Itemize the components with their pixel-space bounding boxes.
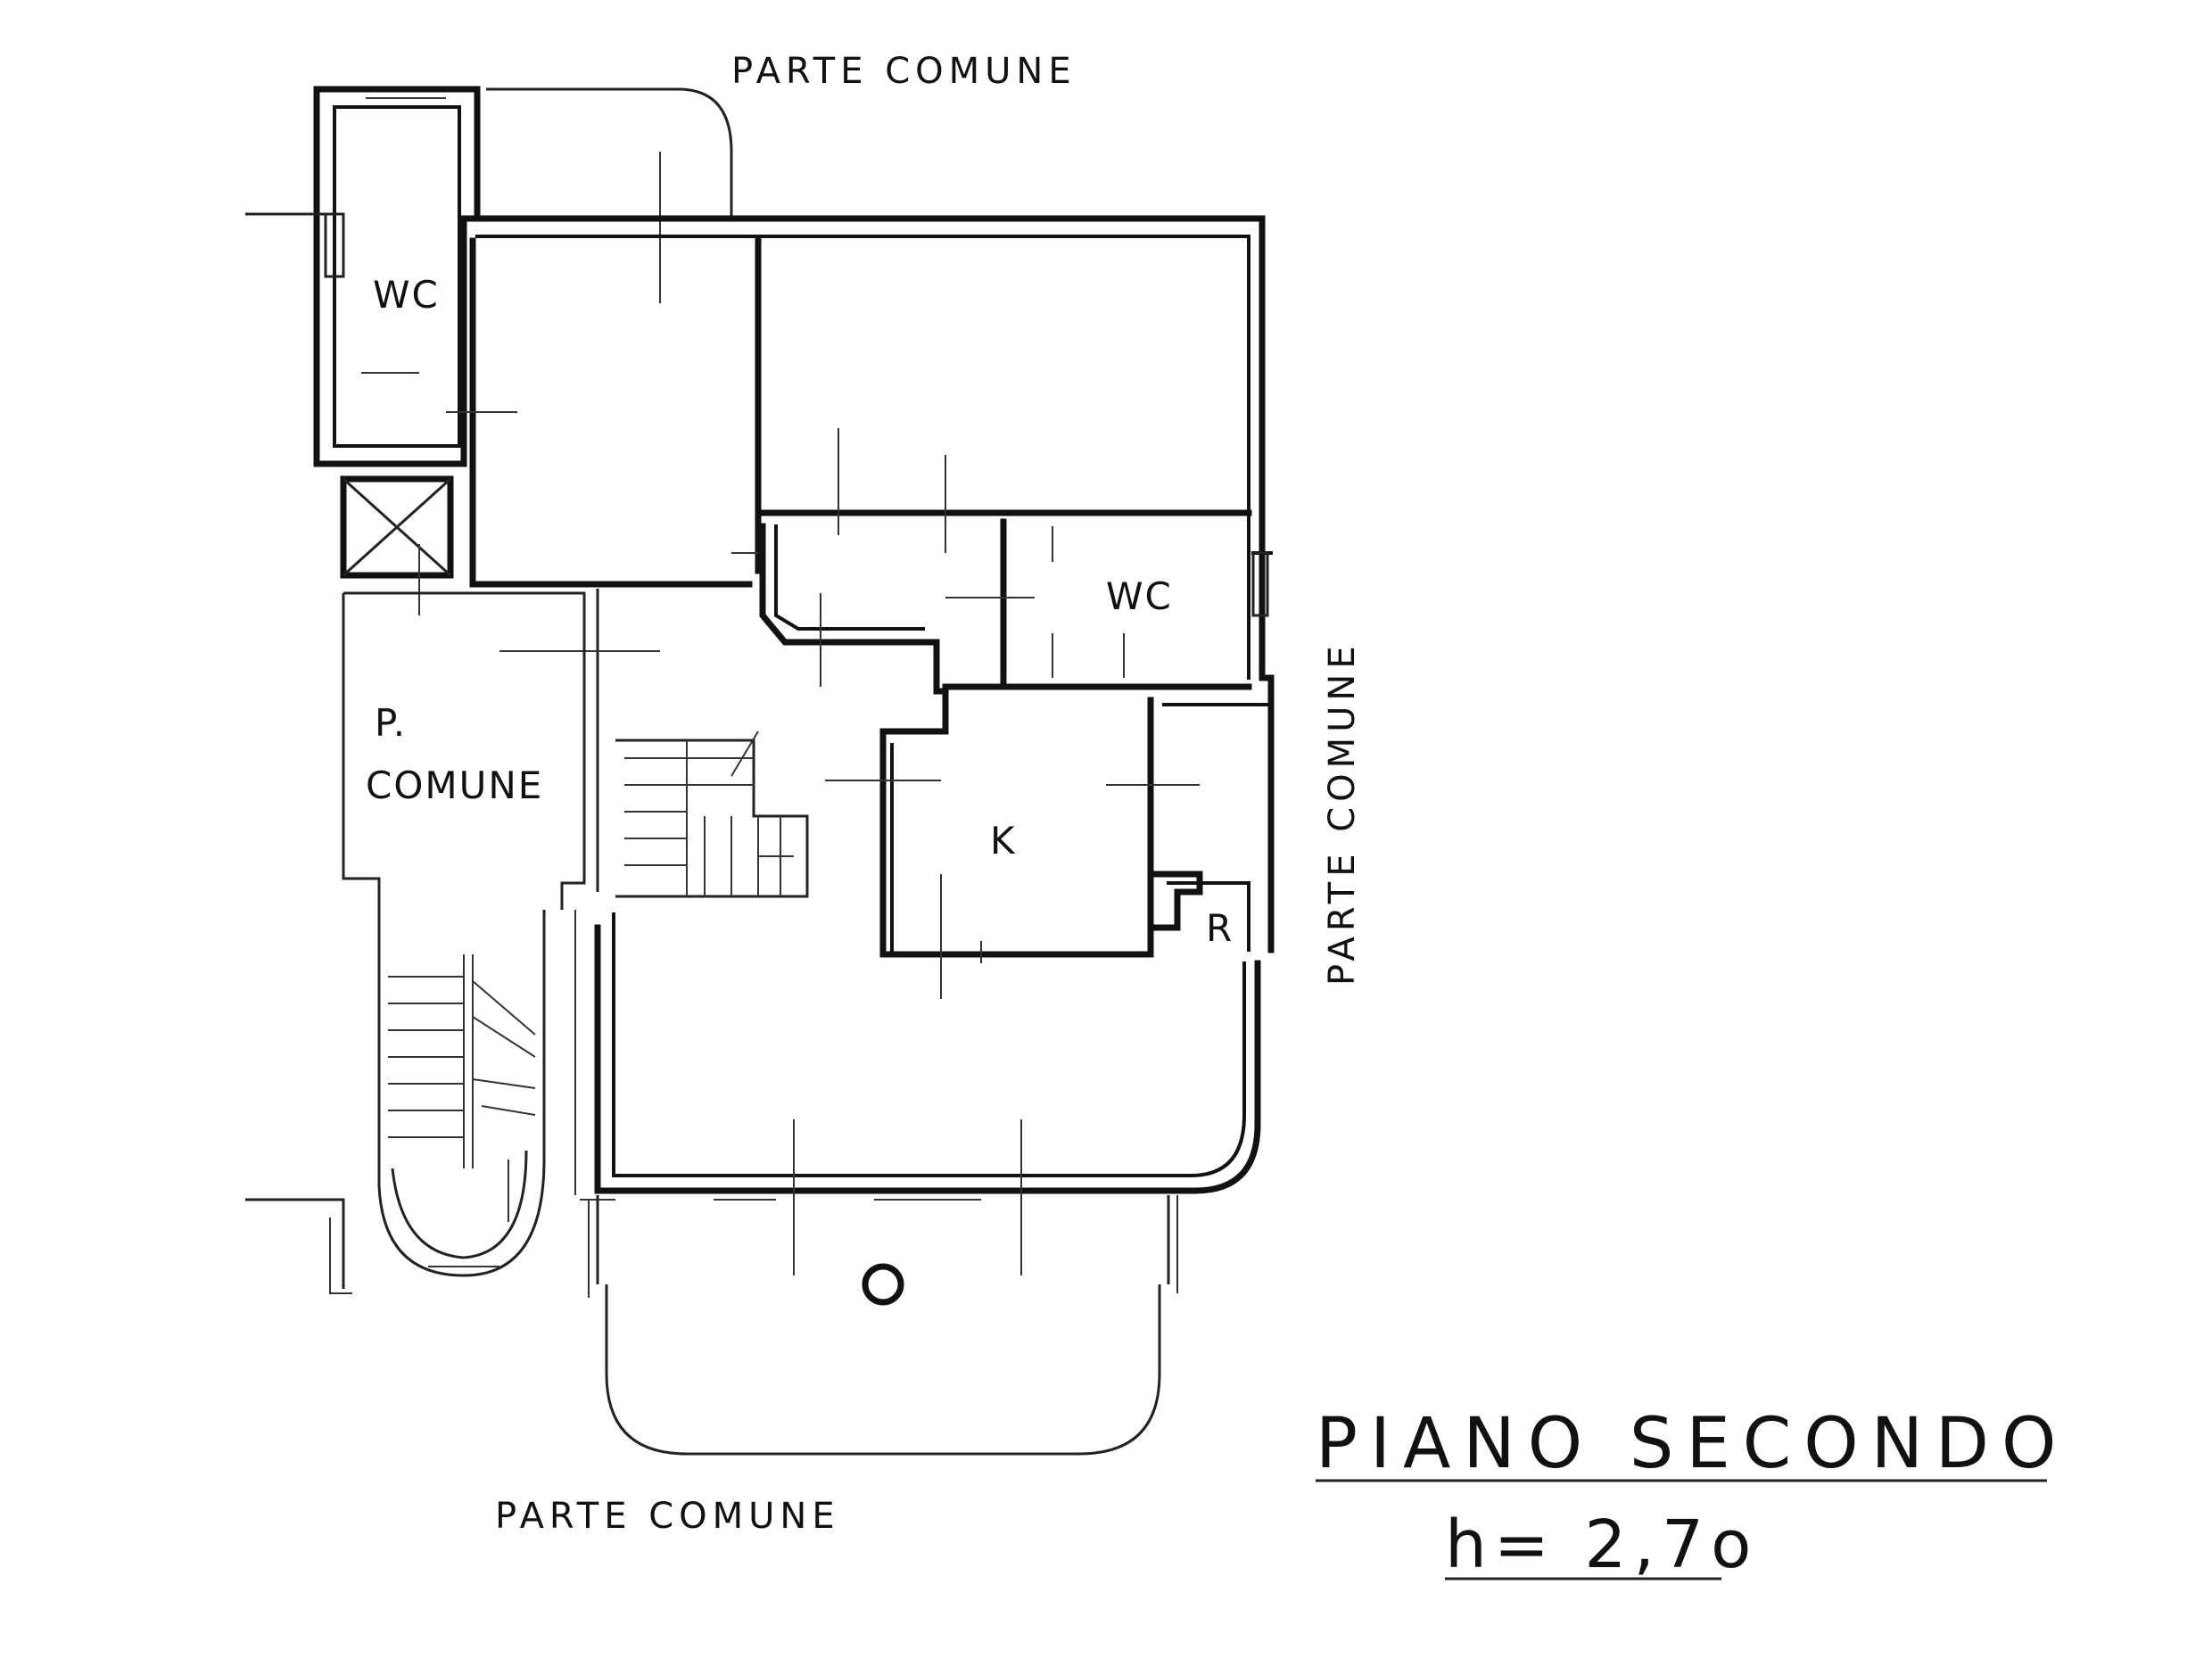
- elevator-shaft: [340, 475, 454, 615]
- label-p-comune-1: P.: [375, 701, 408, 745]
- plan-title: PIANO SECONDO: [1316, 1404, 2069, 1484]
- top-balcony: [486, 87, 733, 303]
- label-bottom-common: PARTE COMUNE: [495, 1496, 840, 1537]
- label-kitchen: K: [990, 819, 1017, 863]
- label-top-common: PARTE COMUNE: [731, 51, 1077, 92]
- label-wc-top-left: WC: [373, 273, 440, 317]
- label-wc-middle: WC: [1106, 574, 1173, 618]
- bottom-balcony: [588, 1119, 1178, 1456]
- inner-walls: [469, 237, 1268, 958]
- title-underlines: [1316, 1479, 2047, 1581]
- outer-walls: [460, 215, 1275, 1194]
- wc-block-left: [245, 86, 481, 467]
- label-right-common: PARTE COMUNE: [1322, 640, 1363, 986]
- window-ticks: [446, 411, 1200, 999]
- central-staircase: [615, 730, 809, 898]
- common-stairwell: [245, 591, 615, 1294]
- label-storage: R: [1206, 906, 1234, 950]
- ceiling-height: h= 2,7o: [1445, 1506, 1759, 1583]
- label-p-comune-2: COMUNE: [366, 763, 544, 807]
